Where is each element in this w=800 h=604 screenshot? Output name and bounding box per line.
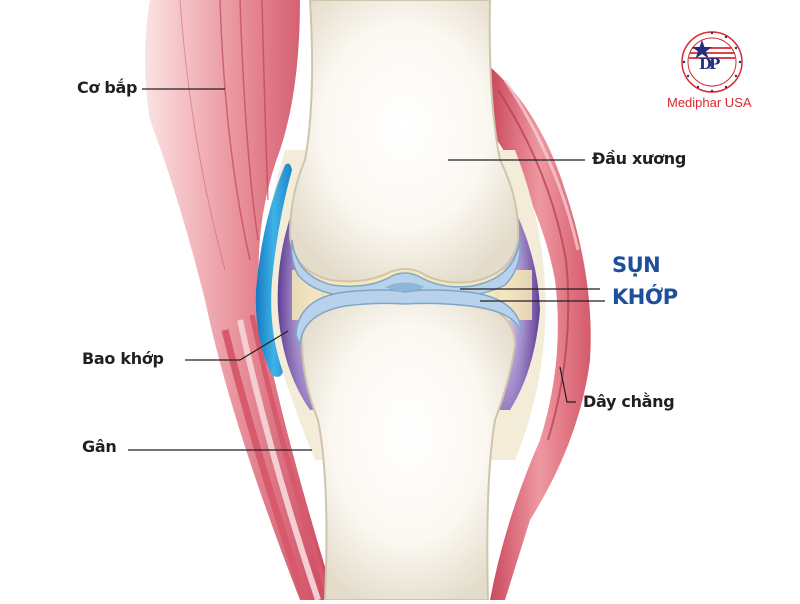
label-bone-end: Đầu xương <box>592 149 687 168</box>
bursa <box>255 163 292 377</box>
muscle-right <box>488 65 591 600</box>
label-joint-capsule: Bao khớp <box>82 349 164 368</box>
label-cartilage-line2: KHỚP <box>612 285 678 309</box>
brand-logo <box>681 31 743 93</box>
leader-lines <box>128 88 605 451</box>
leader-ligament <box>559 366 576 403</box>
leader-joint-capsule <box>185 330 289 361</box>
label-ligament: Dây chằng <box>583 392 675 411</box>
label-muscle: Cơ bắp <box>77 78 138 97</box>
label-tendon: Gân <box>82 437 117 456</box>
brand-name: Mediphar USA <box>667 95 752 110</box>
lower-bone <box>295 282 523 601</box>
logo-monogram: DP <box>699 55 720 73</box>
upper-bone <box>288 0 521 297</box>
label-cartilage-line1: SỤN <box>612 253 661 277</box>
star-icon <box>692 40 712 59</box>
